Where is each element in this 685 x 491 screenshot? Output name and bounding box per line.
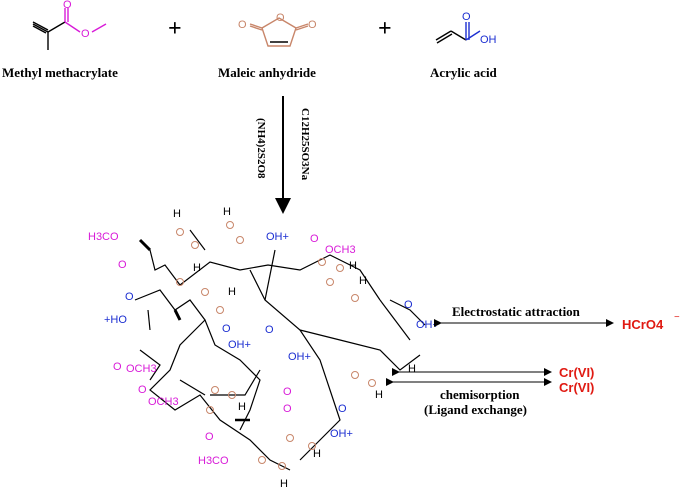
- ester-carbonyl-6: O: [283, 386, 292, 398]
- hydroxyl-h-4: H: [228, 286, 236, 298]
- hydroxyl-h-1: H: [173, 208, 181, 220]
- interaction-arrows: [386, 319, 614, 386]
- acid-protonated-3: OH+: [228, 339, 251, 351]
- ester-carbonyl-1: O: [118, 259, 127, 271]
- ester-group-3: OCH3: [126, 363, 157, 375]
- ester-group-1: H3CO: [88, 231, 119, 243]
- acid-protonated-6: OH+: [330, 428, 353, 440]
- acid-carbonyl-3: O: [222, 323, 231, 335]
- ester-carbonyl-7: O: [283, 403, 292, 415]
- hydroxyl-h-10: H: [313, 448, 321, 460]
- acrylic-hydroxyl: OH: [480, 34, 497, 46]
- hydroxyl-h-2: H: [223, 206, 231, 218]
- methyl-methacrylate-structure: [32, 8, 107, 50]
- acid-protonated-4: OH+: [288, 351, 311, 363]
- ester-carbonyl-4: O: [138, 384, 147, 396]
- mma-carbonyl-oxygen: O: [63, 0, 72, 11]
- hydroxyl-h-9: H: [238, 401, 246, 413]
- anhydride-oxygen-left: O: [238, 19, 247, 31]
- acrylic-acid-structure: [435, 22, 481, 44]
- acid-protonated-1: OH+: [266, 231, 289, 243]
- hcro4-charge: −: [674, 312, 680, 323]
- hydroxyl-h-8: H: [375, 389, 383, 401]
- ester-carbonyl-2: O: [310, 233, 319, 245]
- initiator-label: (NH4)2S2O8: [255, 118, 267, 179]
- cr6-species-b: Cr(VI): [559, 380, 594, 395]
- surfactant-label: C12H25SO3Na: [299, 108, 311, 181]
- mma-ester-oxygen: O: [81, 28, 90, 40]
- hcro4-species: HCrO4: [622, 317, 664, 332]
- hydroxyl-h-6: H: [359, 275, 367, 287]
- anhydride-oxygen-right: O: [308, 19, 317, 31]
- acid-carbonyl-2: O: [125, 291, 134, 303]
- acrylic-carbonyl-oxygen: O: [462, 11, 471, 23]
- hydroxyl-h-5: H: [349, 260, 357, 272]
- acid-carbonyl-5: O: [404, 299, 413, 311]
- acid-carbonyl-4: O: [265, 324, 274, 336]
- hydroxyl-h-3: H: [193, 262, 201, 274]
- ester-group-4: OCH3: [148, 396, 179, 408]
- acid-protonated-2: +HO: [104, 314, 127, 326]
- methyl-methacrylate-label: Methyl methacrylate: [2, 65, 118, 80]
- acrylic-acid-label: Acrylic acid: [430, 65, 498, 80]
- ligand-exchange-label: (Ligand exchange): [424, 402, 527, 417]
- hydroxyl-h-7: H: [408, 363, 416, 375]
- electrostatic-attraction-label: Electrostatic attraction: [452, 304, 581, 319]
- ester-carbonyl-3: O: [113, 361, 122, 373]
- hydroxyl-h-11: H: [280, 478, 288, 490]
- maleic-anhydride-label: Maleic anhydride: [218, 65, 316, 80]
- ester-group-5: H3CO: [198, 455, 229, 467]
- acid-carbonyl-6: O: [338, 403, 347, 415]
- plus-sign-2: +: [378, 16, 392, 42]
- anhydride-oxygen-atoms: [176, 221, 376, 470]
- ester-carbonyl-5: O: [205, 431, 214, 443]
- acid-protonated-5: OH+: [416, 319, 439, 331]
- chemisorption-label: chemisorption: [440, 387, 520, 402]
- ester-group-2: OCH3: [325, 244, 356, 256]
- anhydride-ring-oxygen: O: [276, 12, 285, 24]
- cr6-species-a: Cr(VI): [559, 365, 594, 380]
- maleic-anhydride-structure: [249, 17, 309, 47]
- polymer-network-skeleton: [134, 229, 426, 471]
- plus-sign-1: +: [168, 16, 182, 42]
